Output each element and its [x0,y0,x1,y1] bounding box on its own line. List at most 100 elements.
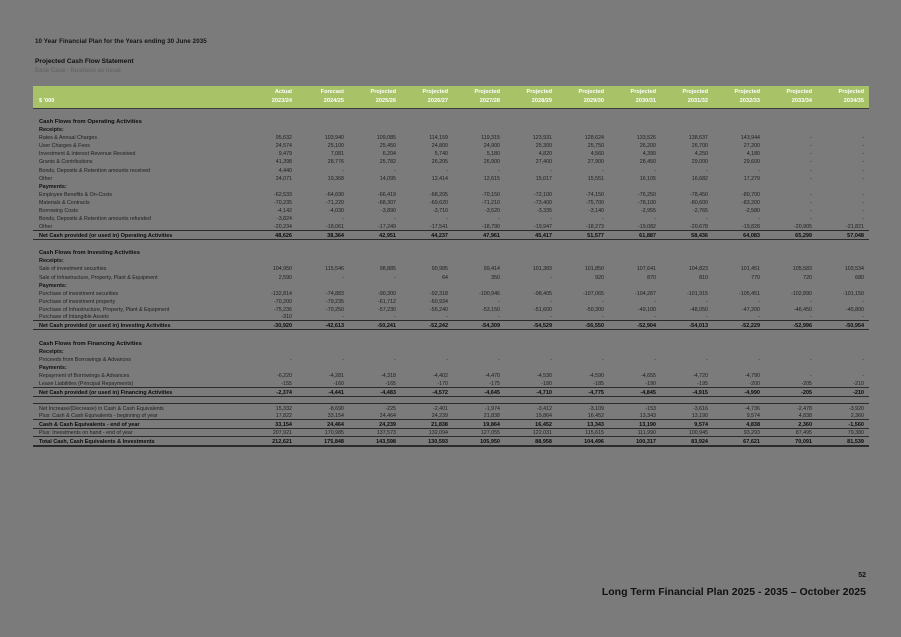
cell-value: 58,436 [661,229,713,240]
column-kind-2033-34: Projected [765,86,817,97]
cell-value: -80,600 [690,199,708,206]
cell-value: -310 [281,314,292,321]
cell-empty [661,347,713,355]
cell-value: -153 [609,402,661,412]
table-row: Lease Liabilities (Principal Repayments)… [33,379,869,387]
cell-value: -54,309 [453,320,505,331]
group-heading: Receipts: [33,125,869,133]
cell-value: - [446,167,448,174]
cell-value: - [810,208,812,215]
cell-value: -3,920 [817,402,869,412]
cell-value: - [810,151,812,158]
cell-value: - [862,314,864,321]
cell-value: 122,031 [532,430,552,437]
cell-value: 15,017 [535,175,552,182]
cell-empty [349,363,401,371]
cell-value: - [550,314,552,321]
cell-empty [661,246,713,256]
cell-value: -56,550 [557,320,609,331]
cell-empty [713,363,765,371]
cell-value: 100,945 [688,430,708,437]
cell-value: - [862,191,864,198]
cell-value: -132,814 [271,290,292,297]
cell-value: - [394,274,396,281]
row-label: Receipts: [39,127,64,134]
cell-value: 12,615 [483,175,500,182]
cell-empty [245,256,297,264]
statement-title: Projected Cash Flow Statement [35,58,134,65]
cell-value: 87,495 [795,430,812,437]
cell-value: - [862,143,864,150]
cell-value: -3,890 [380,208,396,215]
cell-value: -104,287 [635,290,656,297]
cell-value: 100,317 [609,436,661,448]
cell-value: -75,700 [586,199,604,206]
cell-value: 33,154 [245,419,297,430]
cell-value: -3,412 [505,402,557,412]
cell-empty [453,246,505,256]
cell-value: - [810,135,812,142]
cell-value: 2,360 [765,419,817,430]
cell-value: 27,900 [587,159,604,166]
cell-value: -53,150 [482,306,500,313]
statement-subtitle: Base Case - Business as usual [35,67,121,74]
cell-empty [765,125,817,133]
row-label: Net Increase/(Decrease) in Cash & Cash E… [33,402,245,412]
cell-value: -51,600 [534,306,552,313]
cell-value: -70,150 [482,191,500,198]
cell-empty [713,182,765,190]
cell-empty [245,363,297,371]
cell-empty [557,363,609,371]
cell-value: 207,921 [272,430,292,437]
cell-value: -17,249 [378,223,396,230]
cell-empty [661,115,713,125]
cell-value: 25,450 [379,143,396,150]
cell-value: - [342,314,344,321]
cell-value: 4,838 [713,419,765,430]
cell-value: 26,200 [639,143,656,150]
row-label: Lease Liabilities (Principal Repayments) [39,380,134,387]
row-label: Other [39,175,53,182]
cell-value: 21,838 [401,419,453,430]
column-kind-2024-25: Forecast [297,86,349,97]
group-heading: Payments: [33,363,869,371]
cell-value: 64 [442,274,448,281]
cell-value: -20,234 [274,223,292,230]
cell-empty [661,256,713,264]
table-row: Bonds, Deposits & Retention amounts rece… [33,165,869,174]
cell-value: -170 [437,380,448,387]
cell-value: 88,958 [505,436,557,448]
cell-empty [349,337,401,347]
cell-value: -4,530 [536,373,552,380]
cell-value: 2,360 [850,413,864,420]
cell-value: 25,300 [535,143,552,150]
cell-empty [349,182,401,190]
table-row: Purchase of investment securities-132,81… [33,289,869,297]
cell-value: -200 [749,380,760,387]
cell-value: 57,048 [817,229,869,240]
cell-value: -180 [541,380,552,387]
cell-empty [401,347,453,355]
cell-empty [505,363,557,371]
cell-value: -185 [593,380,604,387]
group-heading: Receipts: [33,347,869,355]
cell-value: -101,915 [687,290,708,297]
cell-value: - [654,298,656,305]
cell-value: 5,180 [486,151,500,158]
row-label: Repayment of Borrowings & Advances [39,373,130,380]
cell-empty [245,115,297,125]
cell-value: -6,220 [276,373,292,380]
cell-value: 25,782 [379,159,396,166]
cell-value: 104,950 [272,266,292,273]
cell-value: -46,450 [794,306,812,313]
column-period-2024-25: 2024/25 [297,97,349,109]
cell-value: 4,250 [694,151,708,158]
cell-value: -205 [765,386,817,397]
cell-empty [817,347,869,355]
cell-empty [817,363,869,371]
cell-value: 104,823 [688,266,708,273]
row-label: Grants & Contributions [39,159,93,166]
column-kind-2032-33: Projected [713,86,765,97]
